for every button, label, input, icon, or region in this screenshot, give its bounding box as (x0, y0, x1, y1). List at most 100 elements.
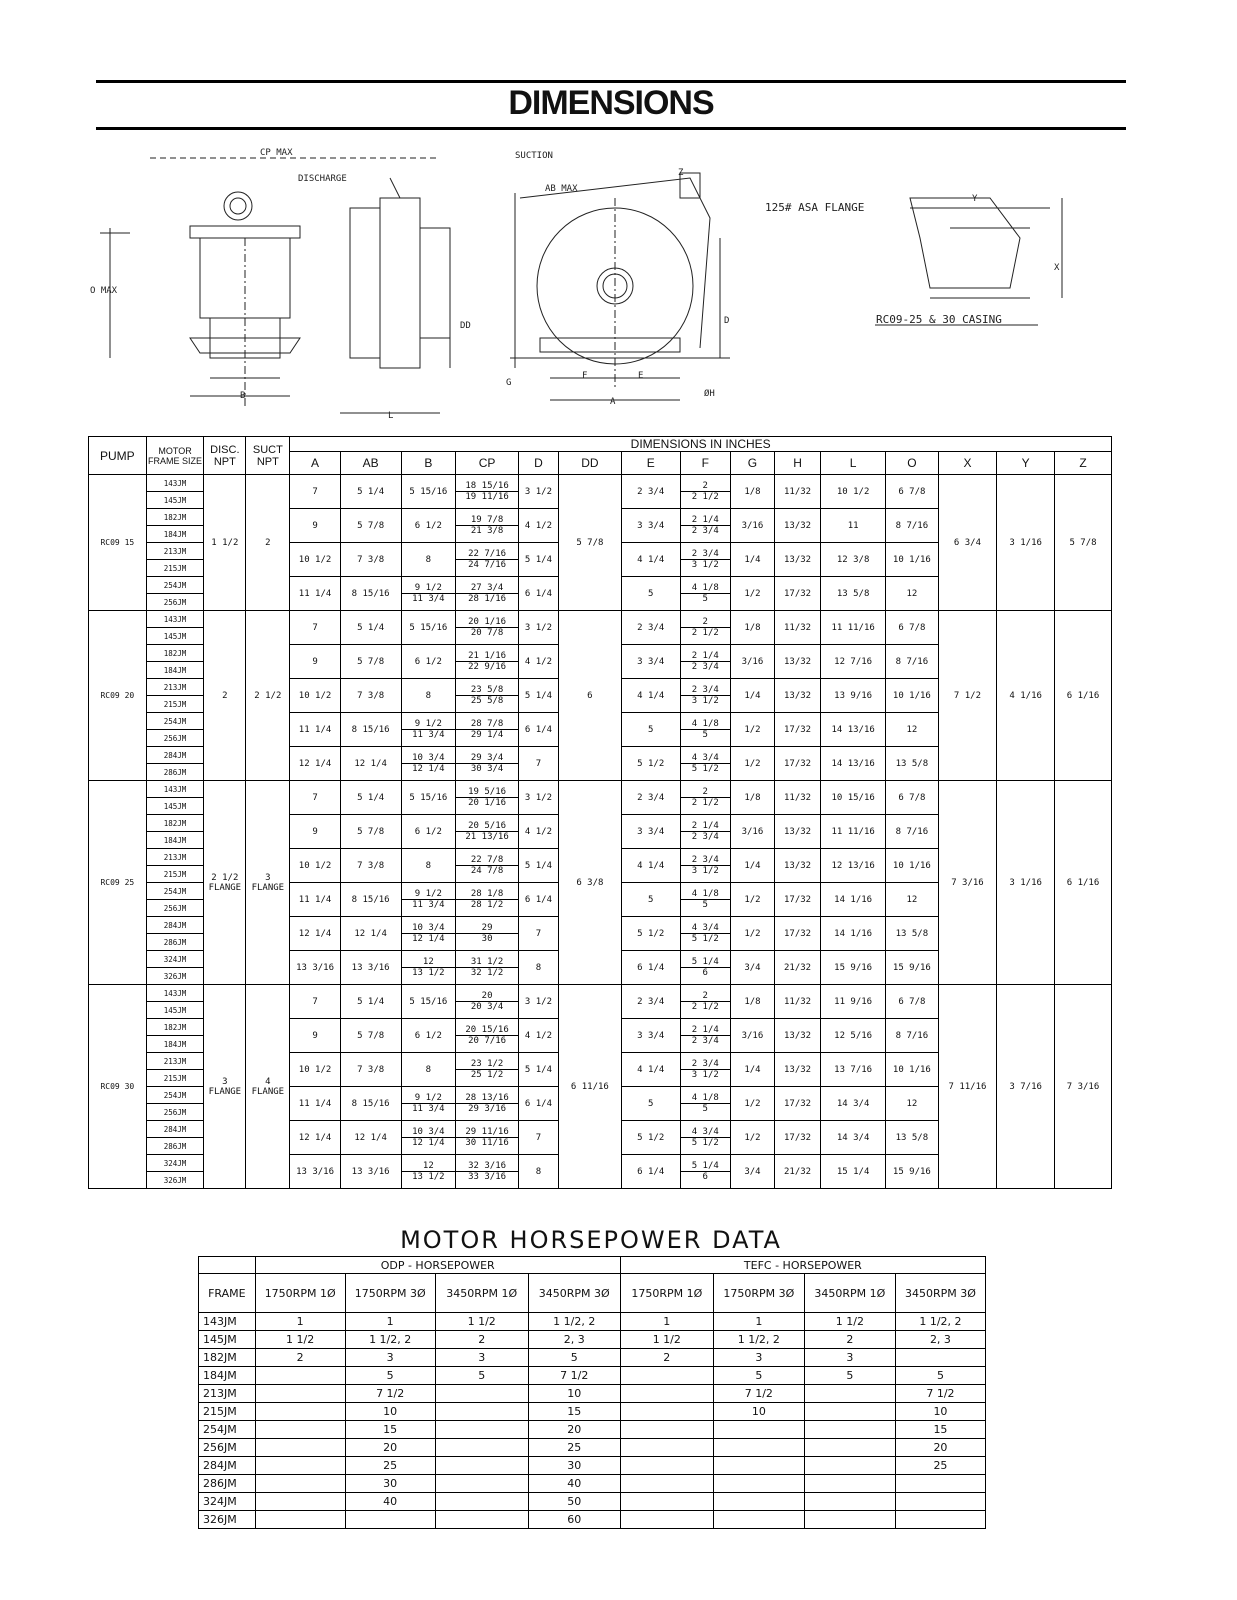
dim-a: 9 (289, 1018, 341, 1053)
motor-frame: 184JM (145, 661, 205, 679)
dim-b-value: 11 3/4 (402, 729, 455, 740)
dim-f-value: 6 (681, 967, 730, 978)
col-dim-a: A (289, 451, 341, 475)
dim-f-value: 2 (702, 991, 708, 1001)
dim-z: 6 1/16 (1054, 610, 1112, 781)
hp-blank-header (198, 1256, 256, 1274)
hp-value: 3 (712, 1348, 805, 1367)
dim-x: 7 3/16 (937, 780, 998, 985)
dim-f-value: 2 1/2 (681, 627, 730, 638)
dim-l: 14 3/4 (820, 1086, 887, 1121)
dim-cp-value: 23 5/8 (470, 685, 504, 695)
hp-frame: 256JM (198, 1438, 256, 1457)
hp-value: 10 (344, 1402, 436, 1421)
dim-g: 1/8 (729, 610, 775, 645)
dim-cp-value: 28 13/16 (465, 1093, 509, 1103)
hp-table-title: MOTOR HORSEPOWER DATA (400, 1226, 782, 1254)
dim-o: 12 (885, 576, 939, 611)
dim-a: 10 1/2 (289, 1052, 341, 1087)
hp-frame: 182JM (198, 1348, 256, 1367)
dim-a: 11 1/4 (289, 712, 341, 747)
dim-f-value: 5 (681, 1103, 730, 1114)
hp-value (254, 1438, 346, 1457)
dim-a: 11 1/4 (289, 576, 341, 611)
dim-b: 5 15/16 (400, 610, 457, 645)
dim-g: 3/16 (729, 644, 775, 679)
hp-value: 2 (803, 1330, 896, 1349)
hp-value: 20 (344, 1438, 436, 1457)
dim-h: 11/32 (773, 780, 822, 815)
dim-l: 11 (820, 508, 887, 543)
dim-f-value: 2 3/4 (681, 661, 730, 672)
hp-value: 10 (712, 1402, 805, 1421)
disc-npt: 3 FLANGE (203, 984, 247, 1189)
dim-f-value: 5 (681, 729, 730, 740)
hp-value (803, 1492, 896, 1511)
dim-g: 3/16 (729, 814, 775, 849)
hp-value (254, 1384, 346, 1403)
hp-value: 40 (527, 1474, 621, 1493)
dim-b-value: 12 1/4 (402, 763, 455, 774)
motor-frame: 326JM (145, 967, 205, 985)
dim-ab: 8 15/16 (339, 1086, 402, 1121)
dim-d: 6 1/4 (518, 576, 559, 611)
motor-frame: 182JM (145, 1018, 205, 1036)
hp-value (254, 1366, 346, 1385)
dim-o: 13 5/8 (885, 746, 939, 781)
hp-value: 50 (527, 1492, 621, 1511)
dim-a: 7 (289, 780, 341, 815)
dim-a: 13 3/16 (289, 1154, 341, 1189)
dim-g: 1/8 (729, 780, 775, 815)
hp-value (712, 1492, 805, 1511)
dim-y: 3 1/16 (996, 780, 1056, 985)
dim-h: 13/32 (773, 542, 822, 577)
dim-cp-value: 30 11/16 (456, 1137, 518, 1148)
hp-col-header: 1750RPM 3Ø (712, 1273, 805, 1313)
dim-b: 5 15/16 (400, 984, 457, 1019)
dim-a: 7 (289, 474, 341, 509)
col-dim-g: G (729, 451, 775, 475)
dim-f-value: 2 1/4 (691, 515, 719, 525)
dim-dd: 6 3/8 (557, 780, 622, 985)
dim-ab: 8 15/16 (339, 712, 402, 747)
motor-frame: 286JM (145, 933, 205, 951)
dim-g: 3/4 (729, 1154, 775, 1189)
dim-b-value: 12 1/4 (402, 933, 455, 944)
a-label: A (610, 397, 616, 407)
dim-g: 1/4 (729, 678, 775, 713)
motor-frame: 143JM (145, 780, 205, 798)
motor-frame: 215JM (145, 559, 205, 577)
dim-a: 12 1/4 (289, 1120, 341, 1155)
y-label: Y (972, 194, 978, 204)
dim-g: 1/8 (729, 984, 775, 1019)
dim-o: 10 1/16 (885, 1052, 939, 1087)
hp-value: 10 (894, 1402, 987, 1421)
dim-f-value: 3 1/2 (681, 1069, 730, 1080)
dim-f-value: 5 (681, 899, 730, 910)
dim-b-value: 9 1/2 (414, 583, 442, 593)
dim-ab: 5 1/4 (339, 474, 402, 509)
hp-value (344, 1510, 436, 1529)
hp-value (803, 1438, 896, 1457)
motor-frame: 145JM (145, 627, 205, 645)
dim-o: 6 7/8 (885, 780, 939, 815)
motor-frame: 326JM (145, 1171, 205, 1189)
hp-value: 15 (527, 1402, 621, 1421)
hp-value (894, 1510, 987, 1529)
dim-g: 1/2 (729, 1086, 775, 1121)
oh-label: ØH (704, 388, 715, 399)
motor-frame: 182JM (145, 508, 205, 526)
